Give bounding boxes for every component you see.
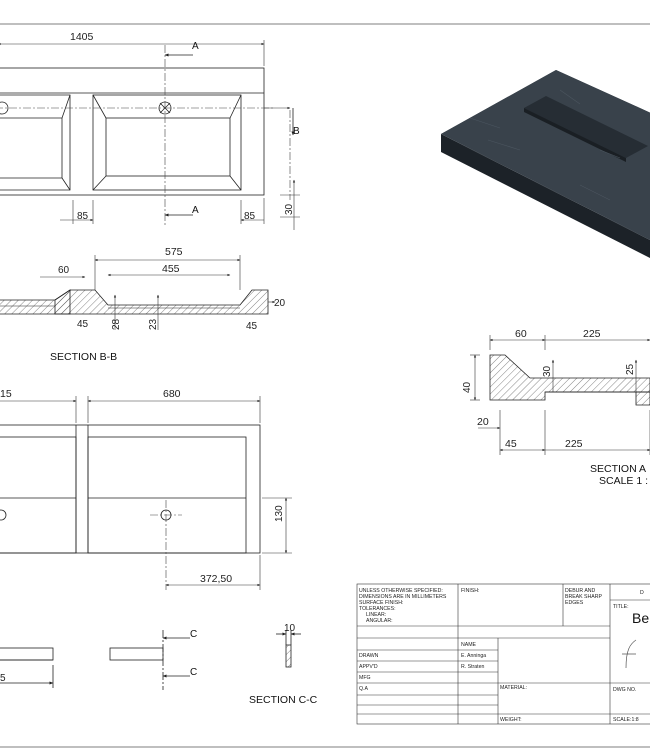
tb-weight: WEIGHT: — [500, 717, 522, 723]
dim-bb-28: 28 — [111, 318, 122, 330]
tb-row-1-name: E. Anninga — [461, 653, 486, 659]
isometric-sink-render — [441, 70, 650, 258]
dim-aa-225-bottom: 225 — [565, 438, 583, 450]
section-aa-title: SECTION A — [590, 463, 646, 475]
section-label-c-bottom: C — [190, 667, 197, 678]
section-bb-title: SECTION B-B — [50, 351, 117, 363]
section-cc — [0, 630, 301, 690]
bottom-view-dimensions — [0, 396, 292, 590]
dim-cc-5: 5 — [0, 673, 6, 684]
dim-bottom-130: 130 — [274, 505, 285, 522]
tb-material: MATERIAL: — [500, 685, 527, 691]
logo-mark — [622, 639, 637, 669]
dim-bb-45-right: 45 — [246, 321, 258, 332]
section-label-c-top: C — [190, 629, 197, 640]
section-label-a-bottom: A — [192, 205, 199, 216]
section-arrow-a-top — [164, 53, 295, 217]
dim-aa-40: 40 — [462, 381, 473, 393]
section-label-b: B — [293, 126, 300, 137]
tb-unless-3: TOLERANCES: — [359, 606, 396, 612]
tb-row-2-label: APPV'D — [359, 664, 378, 670]
top-view-dimensions — [0, 40, 300, 230]
section-bb-dimensions — [40, 255, 276, 330]
tb-row-0-name: NAME — [461, 642, 477, 648]
tb-title-label: TITLE: — [613, 604, 629, 610]
section-aa — [489, 354, 650, 406]
dim-overall-width: 1405 — [70, 31, 94, 43]
dim-depth-30: 30 — [284, 203, 295, 215]
top-view — [0, 67, 265, 196]
dim-aa-30: 30 — [542, 365, 553, 377]
dim-bb-455: 455 — [162, 263, 180, 275]
tb-unless-0: UNLESS OTHERWISE SPECIFIED: — [359, 588, 443, 594]
tb-dwg-no: DWG NO. — [613, 687, 636, 693]
dim-offset-right: 85 — [244, 211, 256, 222]
tb-row-1-label: DRAWN — [359, 653, 379, 659]
section-aa-scale: SCALE 1 : — [599, 475, 648, 487]
dim-bb-23: 23 — [148, 318, 159, 330]
tb-row-4-label: Q.A — [359, 686, 368, 692]
dim-bb-60: 60 — [58, 265, 70, 276]
section-bb — [0, 289, 269, 315]
tb-unless-5: ANGULAR: — [366, 618, 393, 624]
dim-aa-20: 20 — [477, 416, 489, 428]
dim-aa-60: 60 — [515, 328, 527, 340]
tb-do-not-scale: D — [640, 590, 644, 596]
section-aa-dimensions — [470, 335, 650, 455]
tb-row-3-label: MFG — [359, 675, 371, 681]
dim-bottom-15: 15 — [0, 388, 12, 400]
title-block-unless: UNLESS OTHERWISE SPECIFIED: DIMENSIONS A… — [359, 588, 447, 624]
tb-unless-1: DIMENSIONS ARE IN MILLIMETERS — [359, 594, 447, 600]
tb-title-value: Be — [632, 610, 649, 626]
tb-deburr-0: DEBUR AND — [565, 588, 596, 594]
title-block — [356, 583, 650, 725]
dim-aa-25: 25 — [625, 363, 636, 375]
dim-aa-45: 45 — [505, 438, 517, 450]
dim-bb-20: 20 — [274, 298, 286, 309]
dim-bb-575: 575 — [165, 246, 183, 258]
dim-bottom-680: 680 — [163, 388, 181, 400]
tb-finish: FINISH: — [461, 588, 479, 594]
bottom-view-centerlines — [150, 500, 182, 590]
section-cc-title: SECTION C-C — [249, 694, 318, 706]
tb-deburr-1: BREAK SHARP — [565, 594, 602, 600]
dim-offset-left: 85 — [77, 211, 89, 222]
sheet-border — [0, 23, 650, 748]
tb-unless-2: SURFACE FINISH: — [359, 600, 403, 606]
tb-scale: SCALE:1:8 — [613, 717, 639, 723]
top-view-centerlines — [0, 45, 291, 225]
tb-deburr-2: EDGES — [565, 600, 584, 606]
tb-unless-4: LINEAR: — [366, 612, 386, 618]
dim-bb-45-left: 45 — [77, 319, 89, 330]
dim-aa-225-top: 225 — [583, 328, 601, 340]
dim-bottom-372: 372,50 — [200, 573, 232, 585]
bottom-view — [0, 424, 261, 554]
section-label-a-top: A — [192, 41, 199, 52]
dim-cc-10: 10 — [284, 623, 296, 634]
tb-row-2-name: R. Straten — [461, 664, 484, 670]
